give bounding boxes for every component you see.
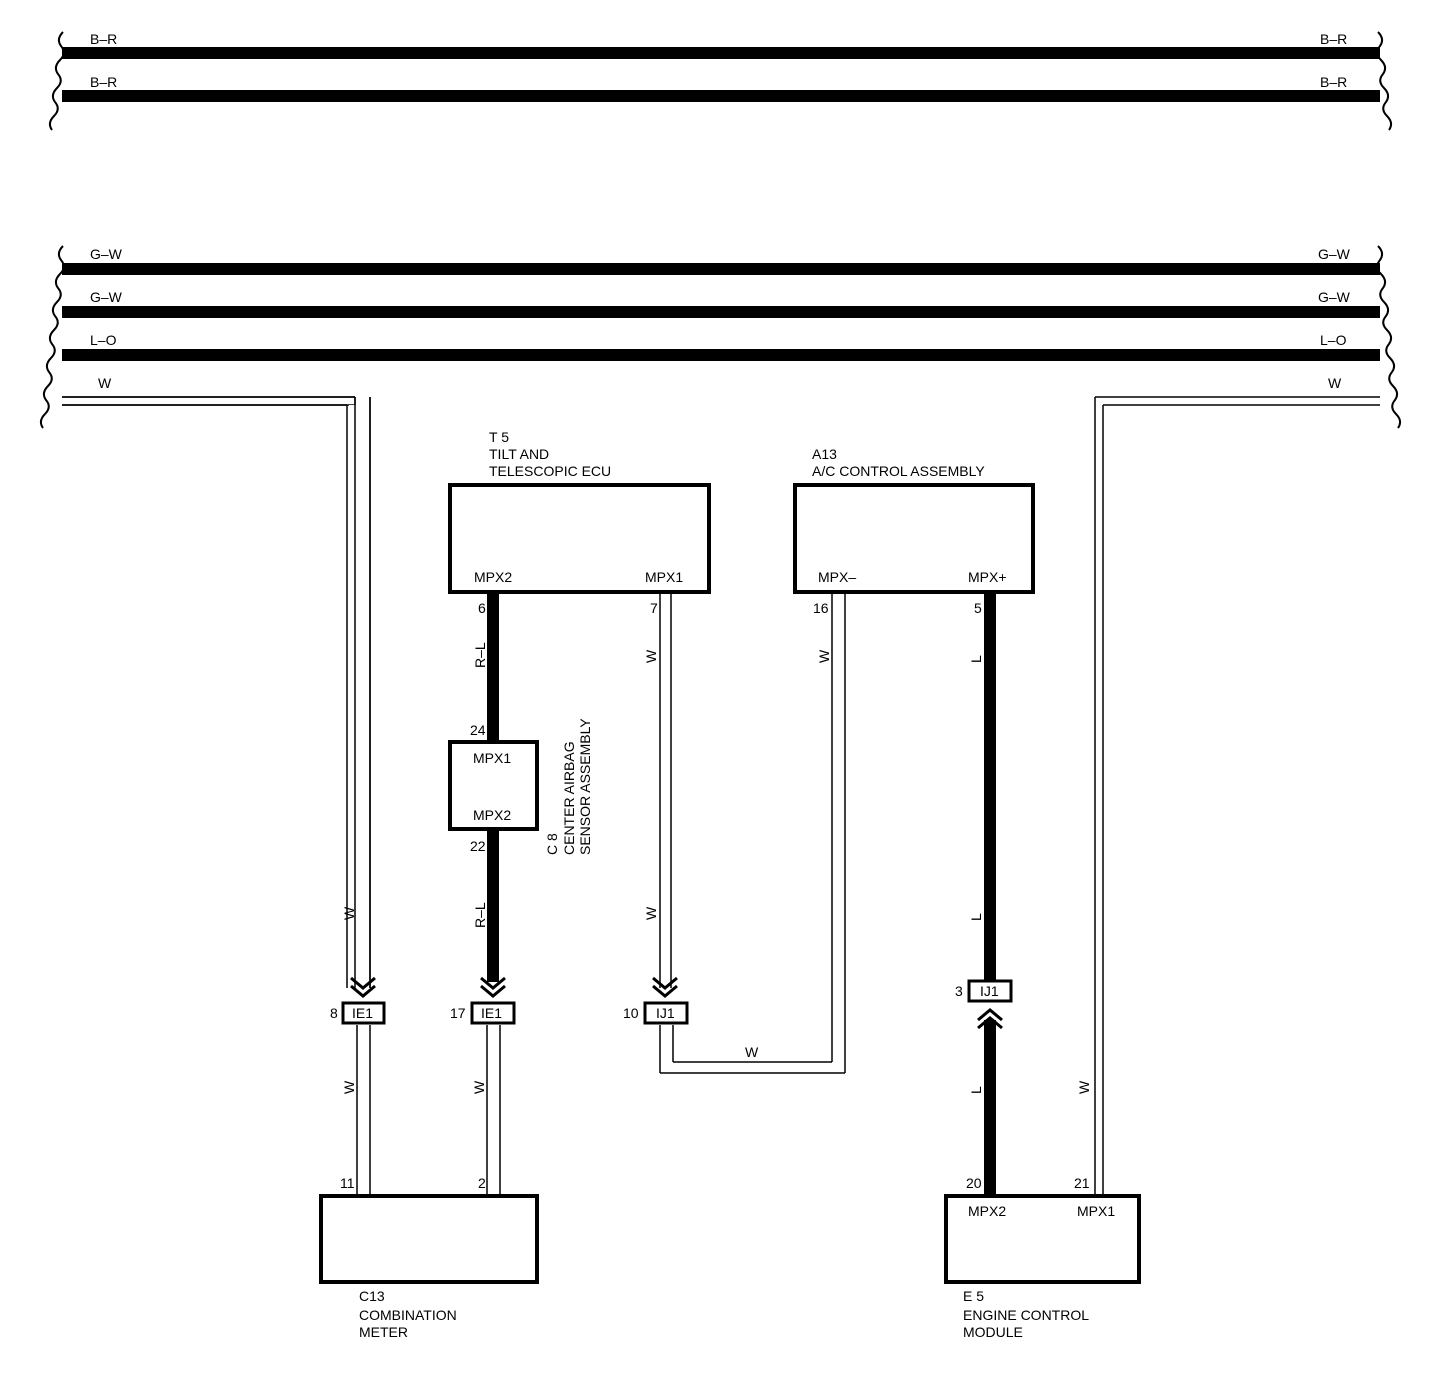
bus-wire-label: L–O — [90, 332, 117, 348]
pin-number: 2 — [478, 1175, 486, 1191]
wire-color-label: L — [968, 1086, 984, 1094]
component-name: MODULE — [963, 1324, 1023, 1340]
component-name: CENTER AIRBAG — [561, 741, 577, 855]
pin-number: 7 — [650, 600, 658, 616]
chevron-up-icon — [977, 1008, 1003, 1030]
wire-left-meter: W — [341, 1025, 371, 1196]
terminal-label: MPX+ — [968, 569, 1007, 585]
connector-arrows — [350, 976, 1003, 1030]
component-e5: MPX2 MPX1 20 21 E 5 ENGINE CONTROL MODUL… — [944, 1175, 1141, 1340]
connector-id: IE1 — [481, 1005, 502, 1021]
bus-wire-label: B–R — [1320, 74, 1347, 90]
wire-color-label: R–L — [472, 902, 488, 928]
terminal-label: MPX2 — [473, 807, 511, 823]
wire-color-label: W — [643, 649, 659, 663]
wire-left-bus-drop: W — [341, 397, 371, 988]
component-name: TILT AND — [489, 446, 549, 462]
wire-meter-2: W — [471, 1025, 501, 1196]
pin-number: 21 — [1074, 1175, 1090, 1191]
pin-number: 8 — [330, 1005, 338, 1021]
component-name: ENGINE CONTROL — [963, 1307, 1089, 1323]
wire-color-label: R–L — [472, 642, 488, 668]
connector-id: IJ1 — [656, 1005, 675, 1021]
terminal-label: MPX– — [818, 569, 856, 585]
pin-number: 20 — [966, 1175, 982, 1191]
pin-number: 10 — [623, 1005, 639, 1021]
pin-number: 24 — [470, 722, 486, 738]
wire-right-bus-drop: W — [1076, 397, 1104, 1196]
wire-color-label: W — [471, 1080, 487, 1094]
bus-wire-label: B–R — [1320, 31, 1347, 47]
terminal-label: MPX1 — [1077, 1203, 1115, 1219]
bus-wire-label: W — [98, 375, 112, 391]
wire-ac-mpx-minus: W — [816, 594, 846, 1073]
component-code: C 8 — [544, 833, 560, 855]
wire-ij1-bottom-link: W — [659, 1025, 845, 1074]
pin-number: 3 — [955, 983, 963, 999]
bus-wire-b-r-2: B–R B–R — [62, 74, 1380, 102]
component-name: COMBINATION — [359, 1307, 457, 1323]
chevron-down-icon — [350, 976, 376, 998]
connector-ie1-17: IE1 17 — [450, 1001, 516, 1025]
bus-wire-g-w-2: G–W G–W — [62, 289, 1380, 318]
break-marks — [39, 31, 1402, 429]
component-code: T 5 — [489, 429, 509, 445]
chevron-down-icon — [480, 976, 506, 998]
bus-wires: B–R B–R B–R B–R G–W G–W G–W G–W L–O L–O — [62, 31, 1440, 408]
wire-color-label: W — [816, 649, 832, 663]
connector-ij1-10: IJ1 10 — [623, 1001, 689, 1025]
connector-ie1-8: IE1 8 — [330, 1001, 386, 1025]
bus-wire-label: W — [1328, 375, 1342, 391]
bus-wire-label: G–W — [1318, 246, 1351, 262]
pin-number: 11 — [340, 1175, 355, 1191]
wire-color-label: W — [745, 1044, 759, 1060]
pin-number: 17 — [450, 1005, 466, 1021]
bus-wire-l-o: L–O L–O — [62, 332, 1380, 361]
bus-wire-label: L–O — [1320, 332, 1347, 348]
pin-number: 22 — [470, 838, 486, 854]
bus-wire-label: G–W — [1318, 289, 1351, 305]
wire-color-label: L — [968, 655, 984, 663]
pin-number: 16 — [813, 600, 829, 616]
terminal-label: MPX2 — [474, 569, 512, 585]
component-code: C13 — [359, 1288, 385, 1304]
bus-wire-g-w-1: G–W G–W — [62, 246, 1380, 275]
wire-color-label: W — [643, 906, 659, 920]
bus-wire-label: G–W — [90, 289, 123, 305]
component-a13: A13 A/C CONTROL ASSEMBLY MPX– MPX+ 16 5 — [793, 446, 1035, 616]
component-code: E 5 — [963, 1288, 984, 1304]
component-c8: MPX1 MPX2 24 22 C 8 CENTER AIRBAG SENSOR… — [448, 718, 593, 855]
connector-ij1-3: IJ1 3 — [955, 979, 1013, 1003]
wire-color-label: W — [1076, 1080, 1092, 1094]
wire-color-label: W — [341, 1080, 357, 1094]
component-t5: T 5 TILT AND TELESCOPIC ECU MPX2 MPX1 6 … — [448, 429, 711, 616]
bus-wire-label: G–W — [90, 246, 123, 262]
pin-number: 6 — [478, 600, 486, 616]
wire-t5-mpx1: W W — [643, 594, 672, 988]
wire-color-label: L — [968, 913, 984, 921]
wire-ecm-mpx2: L — [968, 1020, 996, 1200]
component-name: TELESCOPIC ECU — [489, 463, 611, 479]
terminal-label: MPX1 — [473, 750, 511, 766]
component-name: SENSOR ASSEMBLY — [577, 718, 593, 855]
bus-wire-b-r-1: B–R B–R — [62, 31, 1380, 59]
wire-ac-mpx-plus: L L — [968, 590, 996, 980]
bus-wire-label: B–R — [90, 74, 117, 90]
bus-wire-label: B–R — [90, 31, 117, 47]
component-code: A13 — [812, 446, 837, 462]
chevron-down-icon — [652, 976, 678, 998]
terminal-label: MPX2 — [968, 1203, 1006, 1219]
wire-color-label: W — [341, 906, 357, 920]
pin-number: 5 — [974, 600, 982, 616]
connector-id: IJ1 — [980, 983, 999, 999]
terminal-label: MPX1 — [645, 569, 683, 585]
component-name: A/C CONTROL ASSEMBLY — [812, 463, 985, 479]
wire-rl-upper: R–L — [472, 594, 499, 742]
component-c13: 11 2 C13 COMBINATION METER — [319, 1175, 539, 1340]
connector-id: IE1 — [352, 1005, 373, 1021]
component-name: METER — [359, 1324, 408, 1340]
wire-rl-lower: R–L — [472, 831, 499, 982]
